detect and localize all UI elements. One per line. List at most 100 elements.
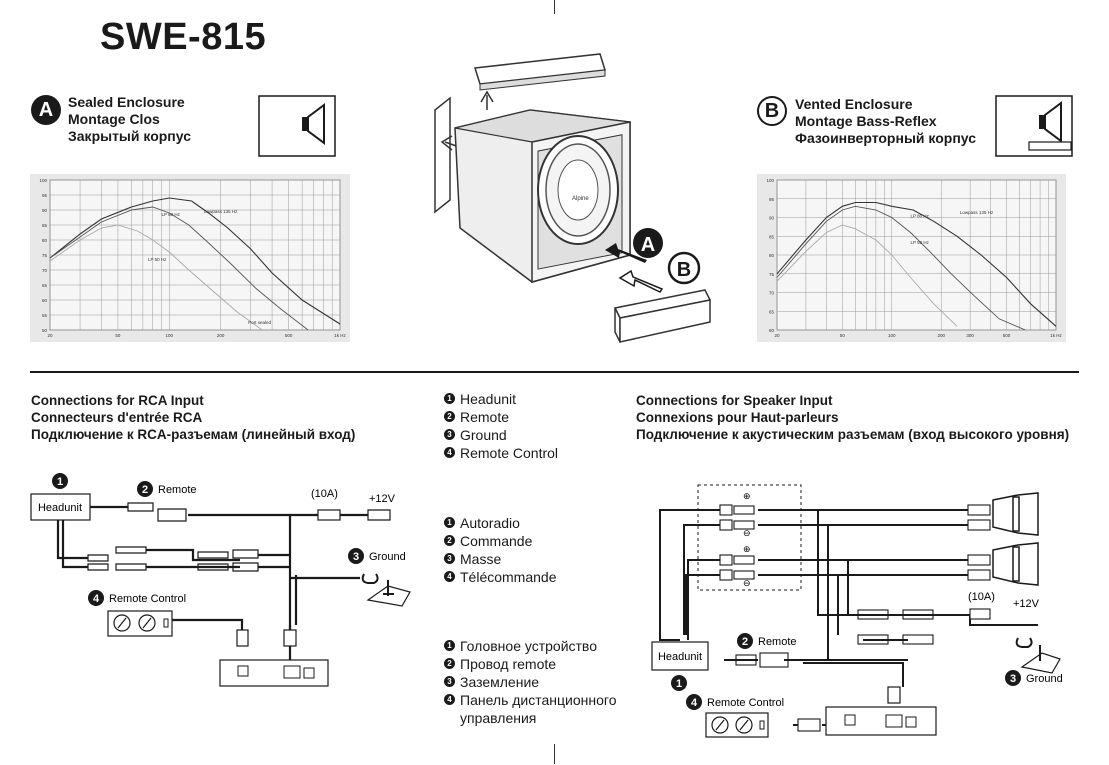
fold-mark-top [554, 0, 555, 14]
y-tick-label: 85 [42, 223, 48, 228]
y-tick-label: 65 [769, 309, 775, 314]
series-line-2 [776, 205, 1026, 331]
chart-annotation: LP 80 Hz [161, 212, 180, 217]
rca-heading-en: Connections for RCA Input [31, 393, 204, 408]
series-line-1 [776, 201, 1057, 327]
rca-remote-label: Remote [158, 484, 197, 496]
rca-heading-fr: Connecteurs d'entrée RCA [31, 410, 203, 425]
speaker-fuse-label: (10A) [968, 591, 995, 603]
y-tick-label: 70 [769, 291, 775, 296]
series-line-1 [49, 197, 341, 325]
svg-text:2: 2 [742, 636, 748, 648]
x-tick-label: 1k Hz [1050, 333, 1062, 338]
y-tick-label: 55 [42, 313, 48, 318]
vented-line-en: Vented Enclosure [795, 96, 913, 112]
y-tick-label: 75 [769, 272, 775, 277]
rca-remote-control-label: Remote Control [109, 593, 186, 605]
y-tick-label: 90 [42, 208, 48, 213]
svg-text:Alpine: Alpine [572, 196, 589, 202]
speaker-headunit-label: Headunit [658, 651, 702, 663]
y-tick-label: 95 [769, 197, 775, 202]
y-tick-label: 80 [769, 253, 775, 258]
chart-annotation: Port sealed [248, 320, 271, 325]
y-tick-label: 90 [769, 216, 775, 221]
speaker-heading-fr: Connexions pour Haut-parleurs [636, 410, 839, 425]
sealed-line-ru: Закрытый корпус [68, 128, 191, 144]
speaker-remote-label: Remote [758, 636, 797, 648]
svg-text:⊖: ⊖ [743, 528, 751, 538]
svg-text:3: 3 [353, 551, 359, 563]
y-tick-label: 95 [42, 193, 48, 198]
y-tick-label: 75 [42, 253, 48, 258]
badge-b: B [757, 96, 787, 126]
rca-wiring-diagram: Headunit 1 2 Remote (10A) +12V 3 Ground … [30, 473, 411, 687]
x-tick-label: 200 [937, 333, 945, 338]
y-tick-label: 50 [42, 328, 48, 333]
rca-heading-ru: Подключение к RCA-разъемам (линейный вхо… [31, 427, 356, 442]
y-tick-label: 80 [42, 238, 48, 243]
speaker-12v-label: +12V [1013, 598, 1040, 610]
badge-a: A [31, 95, 61, 125]
y-tick-label: 65 [42, 283, 48, 288]
svg-text:4: 4 [93, 593, 100, 605]
x-tick-label: 500 [1003, 333, 1011, 338]
illustration-label-a: A [641, 234, 655, 256]
rca-12v-label: +12V [369, 493, 396, 505]
x-tick-label: 1k Hz [334, 333, 346, 338]
chart-annotation: LP 50 Hz [910, 240, 929, 245]
x-tick-label: 500 [285, 333, 293, 338]
speaker-heading-ru: Подключение к акустическим разъемам (вхо… [636, 427, 1070, 442]
chart-annotation: LP 50 Hz [148, 257, 167, 262]
enclosure-illustration: Alpine A B [434, 53, 712, 343]
y-tick-label: 100 [39, 178, 47, 183]
sealed-line-en: Sealed Enclosure [68, 94, 185, 110]
section-divider [30, 371, 1079, 373]
speaker-remote-control-label: Remote Control [707, 697, 784, 709]
x-tick-label: 300 [966, 333, 974, 338]
vented-line-fr: Montage Bass-Reflex [795, 113, 937, 129]
vented-box-icon [995, 95, 1073, 157]
vented-line-ru: Фазоинверторный корпус [795, 130, 976, 146]
vented-enclosure-text: Vented Enclosure Montage Bass-Reflex Фаз… [795, 96, 976, 147]
illustration-label-b: B [677, 259, 691, 281]
chart-annotation: Lowpass 135 Hz [204, 209, 238, 214]
x-tick-label: 50 [115, 333, 121, 338]
x-tick-label: 200 [217, 333, 225, 338]
fold-mark-bottom [554, 744, 555, 764]
x-tick-label: 20 [47, 333, 53, 338]
chart-annotation: Lowpass 135 Hz [960, 210, 994, 215]
y-tick-label: 60 [42, 298, 48, 303]
series-line-2 [49, 206, 309, 331]
svg-text:⊕: ⊕ [743, 544, 751, 554]
speaker-wiring-diagram: ⊕ ⊖ ⊕ ⊖ (10A) +12V 3 Ground Headunit 2 R… [651, 484, 1063, 738]
page-title: SWE-815 [100, 16, 267, 58]
x-tick-label: 100 [888, 333, 896, 338]
svg-text:2: 2 [142, 484, 148, 496]
speaker-ground-label: Ground [1026, 673, 1063, 685]
sealed-enclosure-text: Sealed Enclosure Montage Clos Закрытый к… [68, 94, 191, 145]
svg-text:1: 1 [57, 476, 63, 488]
y-tick-label: 60 [769, 328, 775, 333]
series-line-3 [776, 224, 958, 327]
y-tick-label: 85 [769, 234, 775, 239]
y-tick-label: 70 [42, 268, 48, 273]
svg-text:3: 3 [1010, 673, 1016, 685]
sealed-box-icon [258, 95, 336, 157]
sealed-line-fr: Montage Clos [68, 111, 160, 127]
rca-ground-label: Ground [369, 551, 406, 563]
x-tick-label: 50 [840, 333, 846, 338]
